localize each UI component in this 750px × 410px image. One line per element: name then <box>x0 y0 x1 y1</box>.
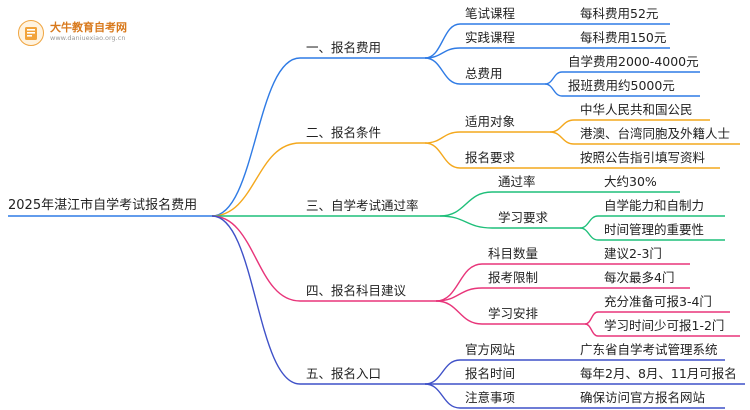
link-b4-c3 <box>435 300 483 325</box>
link-b3-c1 <box>439 191 493 217</box>
site-logo: 大牛教育自考网 www.daniuexiao.org.cn <box>18 18 136 48</box>
link-root-b4 <box>211 215 301 302</box>
link-b1-c2 <box>424 47 461 59</box>
branch-conditions: 二、报名条件 <box>306 125 382 140</box>
leaf-1-2: 学习时间少可报1-2门 <box>604 318 725 333</box>
book-logo-icon <box>18 20 44 46</box>
leaf-citizen: 中华人民共和国公民 <box>580 102 693 117</box>
node-study-plan: 学习安排 <box>488 306 539 321</box>
node-total-fee: 总费用 <box>465 66 503 81</box>
leaf-months: 每年2月、8月、11月可报名 <box>580 366 737 381</box>
link-b3-c2 <box>439 215 493 229</box>
branch-pass-rate: 三、自学考试通过率 <box>306 198 419 213</box>
node-notice: 注意事项 <box>465 390 516 405</box>
link-l6 <box>549 131 575 145</box>
link-b1-c3 <box>424 57 461 85</box>
leaf-suggest-2-3: 建议2-3门 <box>604 246 662 261</box>
leaf-class-fee: 报班费用约5000元 <box>568 78 675 93</box>
branch-fee: 一、报名费用 <box>306 40 382 55</box>
leaf-hk-macao-tw: 港澳、台湾同胞及外籍人士 <box>580 126 731 141</box>
leaf-self-study-fee: 自学费用2000-4000元 <box>568 54 699 69</box>
node-study-req: 学习要求 <box>498 210 549 225</box>
node-requirement: 报名要求 <box>465 150 516 165</box>
link-b4-c2 <box>435 287 483 302</box>
node-pass-rate: 通过率 <box>498 174 536 189</box>
logo-name: 大牛教育自考网 <box>50 21 127 34</box>
logo-url: www.daniuexiao.org.cn <box>50 34 126 42</box>
leaf-fill-info: 按照公告指引填写资料 <box>580 150 706 165</box>
node-limit: 报考限制 <box>488 270 539 285</box>
link-b2-c2 <box>424 142 461 169</box>
node-subject-count: 科目数量 <box>488 246 539 261</box>
leaf-written-fee: 每科费用52元 <box>580 6 659 21</box>
leaf-visit-official: 确保访问官方报名网站 <box>580 390 706 405</box>
node-eligible: 适用对象 <box>465 114 516 129</box>
branch-subjects: 四、报名科目建议 <box>306 283 407 298</box>
leaf-about-30: 大约30% <box>604 174 657 189</box>
node-written-course: 笔试课程 <box>465 6 516 21</box>
node-official-site: 官方网站 <box>465 342 516 357</box>
node-apply-time: 报名时间 <box>465 366 516 381</box>
link-b2-c1 <box>424 131 461 144</box>
leaf-3-4: 充分准备可报3-4门 <box>604 294 712 309</box>
leaf-practice-fee: 每科费用150元 <box>580 30 667 45</box>
link-root-b5 <box>211 215 301 385</box>
root-topic: 2025年湛江市自学考试报名费用 <box>8 198 198 213</box>
link-l14 <box>584 323 599 337</box>
link-b5-c3 <box>424 383 461 409</box>
leaf-gd-system: 广东省自学考试管理系统 <box>580 342 718 357</box>
leaf-time-mgmt: 时间管理的重要性 <box>604 222 705 237</box>
link-l4 <box>544 83 563 97</box>
link-l3 <box>544 71 563 85</box>
link-l13 <box>584 311 599 325</box>
node-practice-course: 实践课程 <box>465 30 516 45</box>
link-l9 <box>579 215 599 229</box>
link-root-b1 <box>211 57 301 217</box>
link-root-b2 <box>211 142 301 217</box>
link-l10 <box>579 227 599 241</box>
branch-entry: 五、报名入口 <box>306 366 382 381</box>
link-b5-c1 <box>424 359 461 385</box>
leaf-self-discipline: 自学能力和自制力 <box>604 198 705 213</box>
leaf-max-4: 每次最多4门 <box>604 270 675 285</box>
link-l5 <box>549 119 575 133</box>
link-b4-c1 <box>435 263 483 302</box>
